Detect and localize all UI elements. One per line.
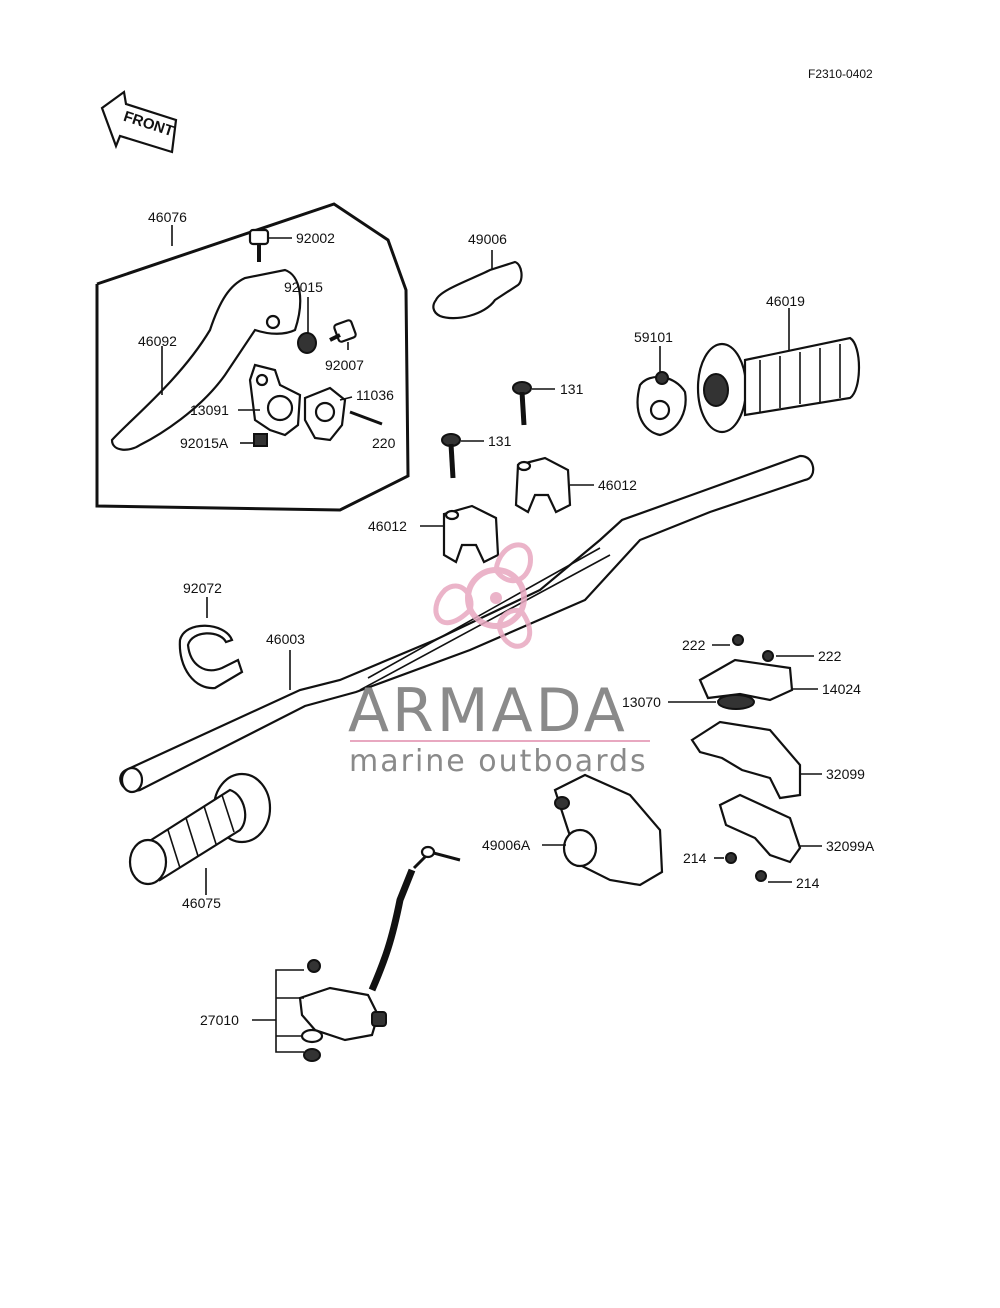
label-27010: 27010 xyxy=(200,1012,239,1028)
engine-stop-switch-part xyxy=(298,845,461,1062)
label-92007: 92007 xyxy=(325,357,364,373)
throttle-seal-part xyxy=(717,694,755,710)
label-46012-lower: 46012 xyxy=(368,518,407,534)
label-59101: 59101 xyxy=(634,329,673,345)
label-46092: 46092 xyxy=(138,333,177,349)
throttle-case-part xyxy=(690,720,802,800)
label-46003: 46003 xyxy=(266,631,305,647)
label-46019: 46019 xyxy=(766,293,805,309)
clamp-bolt-part-lower xyxy=(441,433,461,479)
throttle-grip-part xyxy=(696,336,860,434)
watermark-brand: ARMADA xyxy=(348,676,628,746)
clamp-screw-part xyxy=(349,410,383,426)
label-46012-upper: 46012 xyxy=(598,477,637,493)
lever-assembly-box xyxy=(95,202,410,512)
label-14024: 14024 xyxy=(822,681,861,697)
screw-214-part-right xyxy=(755,870,767,882)
label-13091: 13091 xyxy=(190,402,229,418)
screw-222-part-left xyxy=(732,634,744,646)
clamp-bolt-part-upper xyxy=(512,381,532,426)
armada-propeller-logo-icon xyxy=(433,542,533,649)
label-32099A: 32099A xyxy=(826,838,875,854)
adjuster-part xyxy=(329,319,357,343)
label-49006A: 49006A xyxy=(482,837,531,853)
label-49006: 49006 xyxy=(468,231,507,247)
label-32099: 32099 xyxy=(826,766,865,782)
label-214-right: 214 xyxy=(796,875,820,891)
label-46075: 46075 xyxy=(182,895,221,911)
label-92072: 92072 xyxy=(183,580,222,596)
throttle-cover-part xyxy=(698,658,794,702)
handlebar-part xyxy=(119,454,815,794)
front-arrow-icon: FRONT xyxy=(100,90,178,154)
label-46076: 46076 xyxy=(148,209,187,225)
lower-throttle-case-part xyxy=(718,793,802,864)
clutch-lever-part xyxy=(110,268,302,451)
label-131-upper: 131 xyxy=(560,381,584,397)
cable-band-part xyxy=(178,624,244,690)
diagram-ref-code: F2310-0402 xyxy=(808,67,873,81)
throttle-pulley-part xyxy=(636,371,687,437)
handlebar-clamp-part-lower xyxy=(442,504,500,564)
lever-holder-part xyxy=(248,363,302,437)
washer-part xyxy=(297,332,317,354)
holder-clamp-part xyxy=(303,386,347,442)
label-222-right: 222 xyxy=(818,648,842,664)
nut-part xyxy=(253,433,268,447)
label-92002: 92002 xyxy=(296,230,335,246)
screw-214-part-left xyxy=(725,852,737,864)
label-214-left: 214 xyxy=(683,850,707,866)
label-11036: 11036 xyxy=(356,387,394,403)
throttle-housing-part xyxy=(553,773,664,887)
cable-cap-part xyxy=(432,250,523,320)
pivot-bolt-part xyxy=(248,228,270,262)
label-222-left: 222 xyxy=(682,637,706,653)
label-131-lower: 131 xyxy=(488,433,512,449)
left-grip-part xyxy=(128,772,272,886)
label-220: 220 xyxy=(372,435,396,451)
label-92015A: 92015A xyxy=(180,435,229,451)
label-13070: 13070 xyxy=(622,694,661,710)
handlebar-clamp-part-upper xyxy=(514,456,572,514)
label-92015: 92015 xyxy=(284,279,323,295)
screw-222-part-right xyxy=(762,650,774,662)
watermark-tagline: marine outboards xyxy=(349,744,648,779)
